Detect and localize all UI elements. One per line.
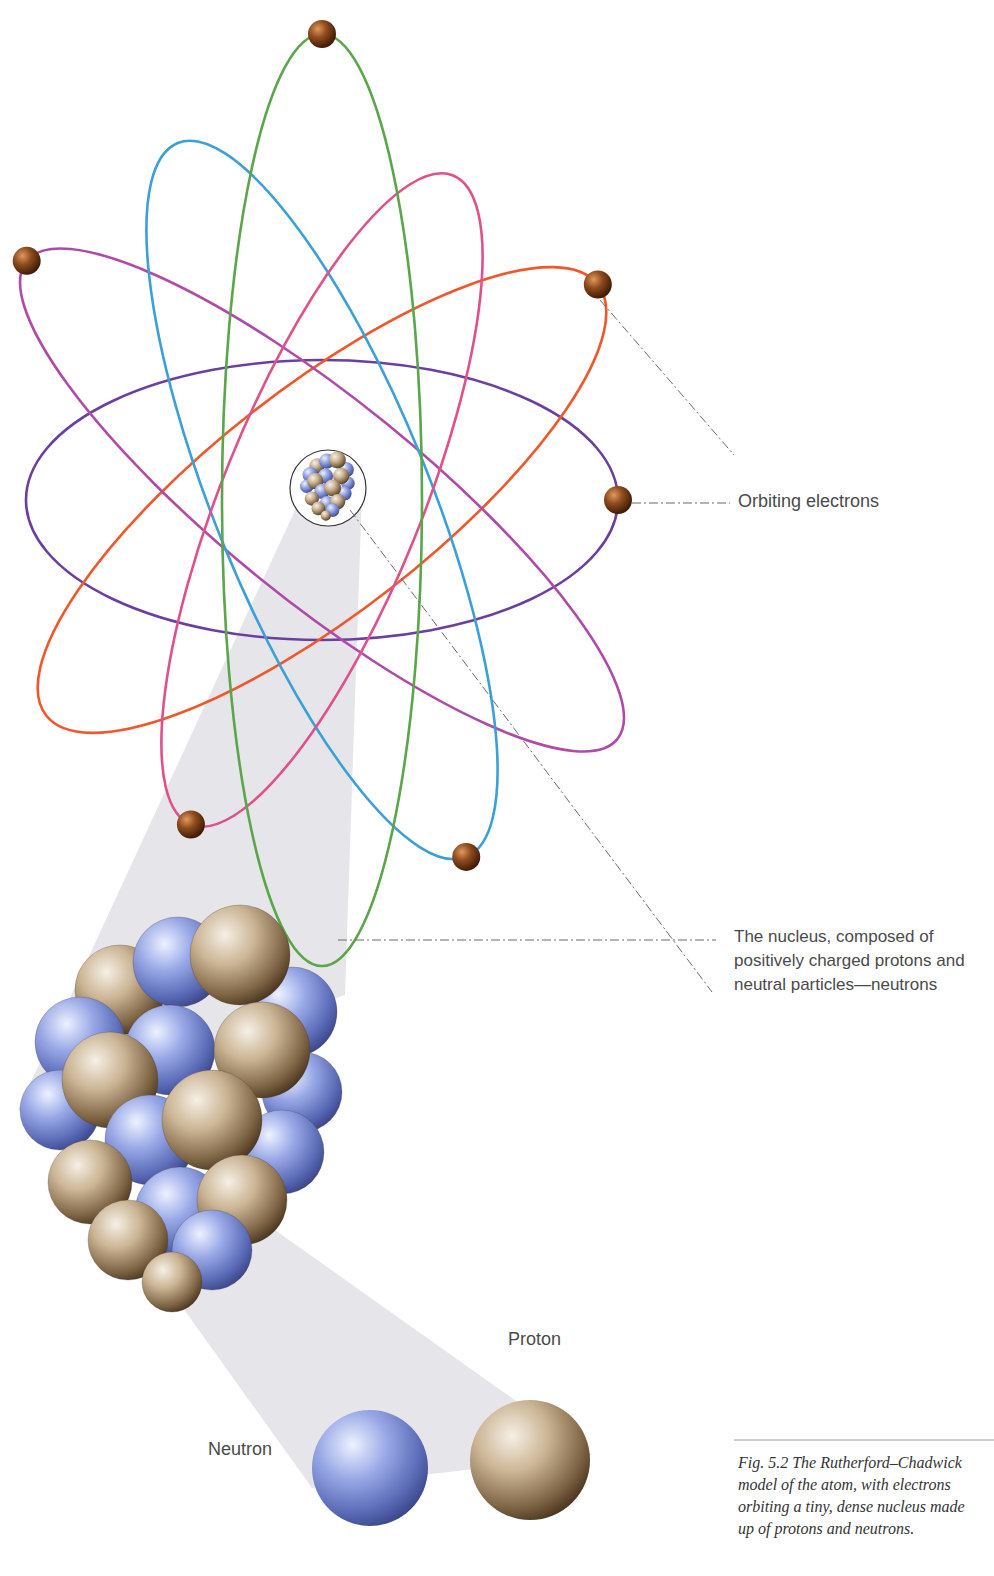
leader-line: [350, 510, 712, 992]
orbit: [222, 34, 422, 966]
leader-line: [632, 503, 730, 504]
electron: [13, 247, 41, 275]
nucleus-cluster: [20, 905, 342, 1312]
caption-rule: [734, 1440, 994, 1441]
particle: [312, 1410, 428, 1526]
electron: [604, 486, 632, 514]
proton-label: Proton: [508, 1328, 628, 1350]
nucleon: [321, 510, 331, 520]
nucleus-ring: [290, 450, 366, 526]
leader-lines: [338, 300, 994, 1440]
particle: [470, 1400, 590, 1520]
figure-caption: Fig. 5.2 The Rutherford–Chadwick model o…: [738, 1452, 984, 1540]
orbit: [98, 138, 546, 862]
electron: [584, 271, 612, 299]
nucleon: [190, 905, 290, 1005]
nucleon: [142, 1252, 202, 1312]
electron-label: Orbiting electrons: [738, 490, 958, 512]
orbits: [0, 34, 680, 966]
orbit: [0, 196, 667, 803]
particles: [312, 1400, 590, 1526]
orbit: [0, 183, 680, 817]
leader-line: [600, 300, 734, 455]
nucleus-label: The nucleus, composed of positively char…: [734, 925, 986, 997]
small-nucleus: [290, 450, 366, 526]
electron: [177, 811, 205, 839]
leader-line: [338, 940, 716, 941]
nucleon: [324, 480, 341, 497]
electron: [308, 20, 336, 48]
electrons: [13, 20, 632, 871]
zoom-cone: [18, 492, 362, 1110]
electron: [452, 843, 480, 871]
nucleon: [329, 451, 346, 468]
orbit: [26, 360, 618, 640]
orbit: [78, 103, 567, 898]
neutron-label: Neutron: [208, 1438, 328, 1460]
zoom-cones: [18, 492, 592, 1488]
